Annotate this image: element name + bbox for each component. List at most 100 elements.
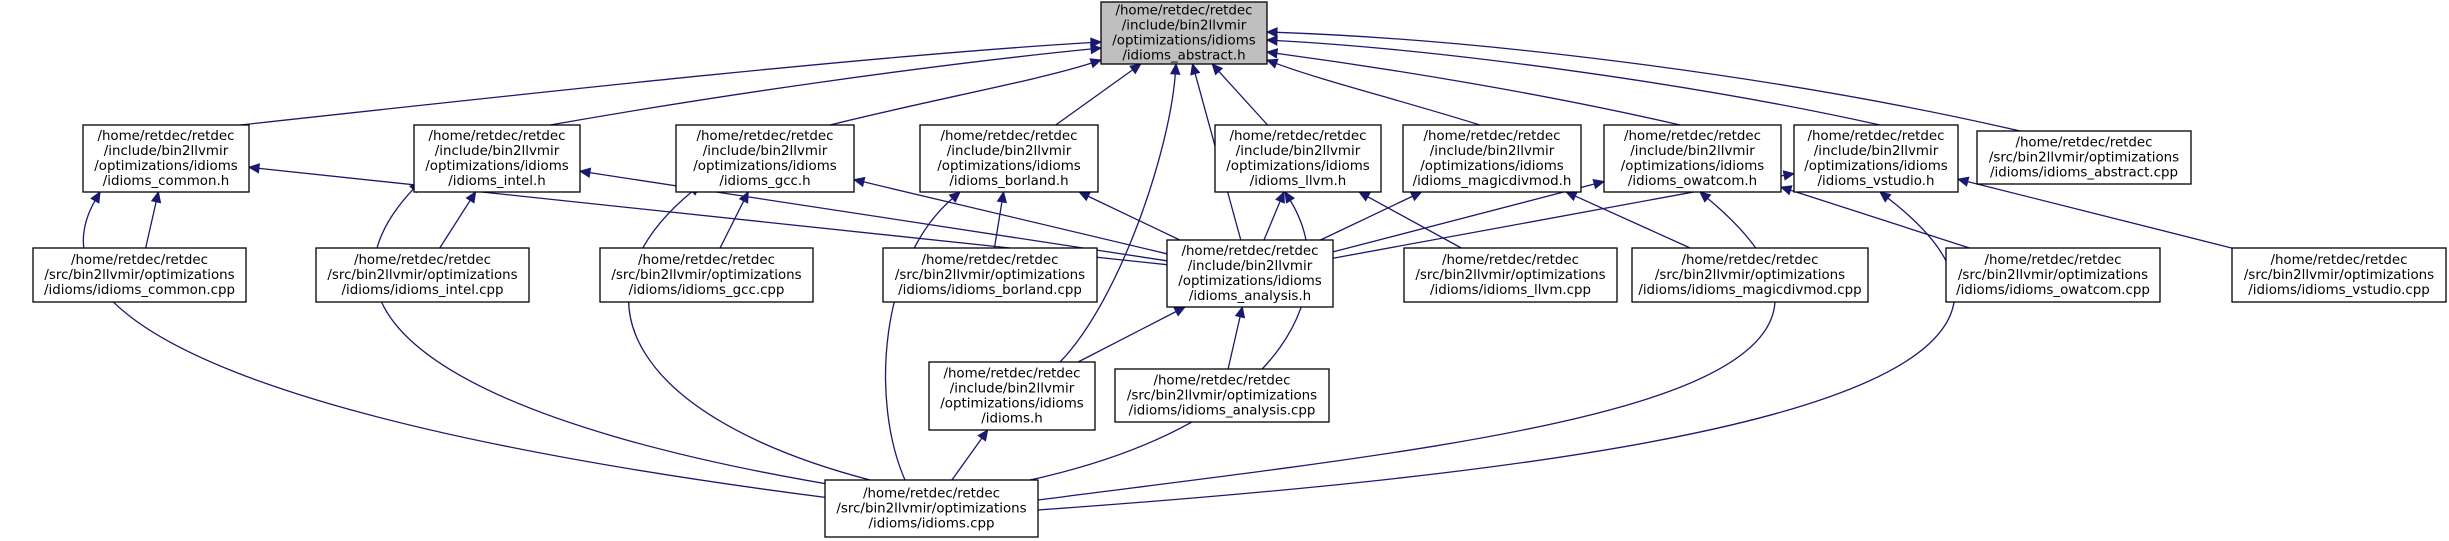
node-owatcom-cpp-label-line: /idioms/idioms_owatcom.cpp <box>1956 283 2150 298</box>
node-owatcom-h-label-line: /optimizations/idioms <box>1621 159 1764 174</box>
edge-magicdivmod-h-to-abstract-h-arrowhead <box>1265 58 1279 69</box>
edge-idioms-cpp-to-owatcom-h-line <box>1037 197 1776 501</box>
edge-abstract-cpp-to-abstract-h <box>1265 27 2021 132</box>
node-llvm-h-box[interactable] <box>1214 124 1382 193</box>
node-magicdivmod-h[interactable]: /home/retdec/retdec/include/bin2llvmir/o… <box>1402 124 1582 193</box>
node-magicdivmod-h-box[interactable] <box>1402 124 1582 193</box>
node-borland-cpp[interactable]: /home/retdec/retdec/src/bin2llvmir/optim… <box>882 247 1098 303</box>
node-common-h-box[interactable] <box>82 124 250 193</box>
edge-idioms-cpp-to-common-h-arrowhead <box>90 190 101 204</box>
node-magicdivmod-h-label-line: /include/bin2llvmir <box>1430 144 1555 159</box>
node-analysis-h[interactable]: /home/retdec/retdec/include/bin2llvmir/o… <box>1166 239 1334 308</box>
node-intel-cpp-box[interactable] <box>315 247 530 303</box>
node-abstract-h-label-line: /optimizations/idioms <box>1112 34 1255 49</box>
node-gcc-h-label-line: /home/retdec/retdec <box>696 129 833 144</box>
node-vstudio-cpp-box[interactable] <box>2231 247 2447 303</box>
edge-analysis-h-to-magicdivmod-h-line <box>1320 195 1414 241</box>
node-llvm-cpp[interactable]: /home/retdec/retdec/src/bin2llvmir/optim… <box>1403 247 1618 303</box>
node-abstract-h-label-line: /idioms_abstract.h <box>1122 49 1245 64</box>
node-intel-cpp[interactable]: /home/retdec/retdec/src/bin2llvmir/optim… <box>315 247 530 303</box>
node-common-cpp-label-line: /home/retdec/retdec <box>71 253 208 268</box>
node-gcc-cpp[interactable]: /home/retdec/retdec/src/bin2llvmir/optim… <box>599 247 814 303</box>
node-gcc-h-label-line: /idioms_gcc.h <box>719 174 810 189</box>
edge-borland-h-to-abstract-h <box>1055 63 1142 126</box>
node-idioms-cpp[interactable]: /home/retdec/retdec/src/bin2llvmir/optim… <box>824 479 1039 538</box>
edge-common-h-to-abstract-h-line <box>239 41 1093 126</box>
node-magicdivmod-cpp[interactable]: /home/retdec/retdec/src/bin2llvmir/optim… <box>1631 247 1869 303</box>
node-gcc-cpp-box[interactable] <box>599 247 814 303</box>
node-idioms-h-box[interactable] <box>928 361 1096 431</box>
node-common-h[interactable]: /home/retdec/retdec/include/bin2llvmir/o… <box>82 124 250 193</box>
edge-gcc-h-to-abstract-h-arrowhead <box>1089 58 1103 69</box>
edge-analysis-h-to-gcc-h-line <box>862 181 1168 255</box>
node-borland-cpp-box[interactable] <box>882 247 1098 303</box>
node-intel-h[interactable]: /home/retdec/retdec/include/bin2llvmir/o… <box>413 124 581 193</box>
node-common-cpp-box[interactable] <box>32 247 247 303</box>
node-owatcom-h[interactable]: /home/retdec/retdec/include/bin2llvmir/o… <box>1603 124 1782 193</box>
edge-gcc-h-to-abstract-h-line <box>829 62 1093 126</box>
edge-intel-h-to-abstract-h-arrowhead <box>1090 43 1103 55</box>
node-borland-h-box[interactable] <box>919 124 1099 193</box>
node-analysis-cpp-box[interactable] <box>1114 368 1330 423</box>
node-idioms-h[interactable]: /home/retdec/retdec/include/bin2llvmir/o… <box>928 361 1096 431</box>
node-llvm-cpp-label-line: /src/bin2llvmir/optimizations <box>1415 268 1605 283</box>
node-vstudio-h[interactable]: /home/retdec/retdec/include/bin2llvmir/o… <box>1793 124 1959 193</box>
node-analysis-h-box[interactable] <box>1166 239 1334 308</box>
node-llvm-cpp-box[interactable] <box>1403 247 1618 303</box>
edge-analysis-h-to-owatcom-h-line <box>1332 183 1596 253</box>
node-gcc-h[interactable]: /home/retdec/retdec/include/bin2llvmir/o… <box>675 124 855 193</box>
nodes-layer: /home/retdec/retdec/include/bin2llvmir/o… <box>32 1 2447 538</box>
edge-llvm-h-to-abstract-h-line <box>1217 70 1269 126</box>
node-abstract-cpp[interactable]: /home/retdec/retdec/src/bin2llvmir/optim… <box>1976 130 2192 185</box>
node-borland-h[interactable]: /home/retdec/retdec/include/bin2llvmir/o… <box>919 124 1099 193</box>
node-intel-h-box[interactable] <box>413 124 581 193</box>
node-abstract-h-label-line: /home/retdec/retdec <box>1115 4 1252 19</box>
edge-borland-cpp-to-borland-h-arrowhead <box>996 190 1008 204</box>
node-owatcom-h-box[interactable] <box>1603 124 1782 193</box>
node-borland-h-label-line: /idioms_borland.h <box>949 174 1068 189</box>
edge-owatcom-h-to-abstract-h-arrowhead <box>1265 48 1279 59</box>
edge-llvm-cpp-to-llvm-h <box>1358 191 1462 249</box>
node-borland-h-label-line: /optimizations/idioms <box>937 159 1080 174</box>
node-owatcom-cpp[interactable]: /home/retdec/retdec/src/bin2llvmir/optim… <box>1945 247 2161 303</box>
edge-idioms-cpp-to-gcc-h-line <box>628 190 871 481</box>
edge-borland-cpp-to-borland-h-line <box>993 200 1003 249</box>
node-llvm-h-label-line: /home/retdec/retdec <box>1229 129 1366 144</box>
edge-idioms-cpp-to-idioms-h <box>951 429 989 481</box>
node-magicdivmod-h-label-line: /optimizations/idioms <box>1420 159 1563 174</box>
edge-owatcom-cpp-to-owatcom-h <box>1779 185 1970 249</box>
node-abstract-cpp-label-line: /idioms/idioms_abstract.cpp <box>1990 166 2178 181</box>
node-idioms-h-label-line: /home/retdec/retdec <box>943 367 1080 382</box>
node-gcc-h-box[interactable] <box>675 124 855 193</box>
node-borland-h-label-line: /include/bin2llvmir <box>947 144 1072 159</box>
node-abstract-cpp-box[interactable] <box>1976 130 2192 185</box>
edge-idioms-cpp-to-llvm-h-line <box>1029 199 1309 481</box>
node-abstract-h[interactable]: /home/retdec/retdec/include/bin2llvmir/o… <box>1100 1 1268 65</box>
edge-idioms-cpp-to-llvm-h-arrowhead <box>1284 190 1296 204</box>
node-common-cpp[interactable]: /home/retdec/retdec/src/bin2llvmir/optim… <box>32 247 247 303</box>
node-owatcom-h-label-line: /home/retdec/retdec <box>1624 129 1761 144</box>
edge-llvm-h-to-abstract-h-arrowhead <box>1211 63 1224 76</box>
edge-vstudio-h-to-abstract-h-arrowhead <box>1265 35 1278 46</box>
node-idioms-cpp-label-line: /idioms/idioms.cpp <box>869 517 995 532</box>
edge-intel-h-to-abstract-h <box>549 43 1103 126</box>
node-vstudio-h-box[interactable] <box>1793 124 1959 193</box>
node-vstudio-cpp[interactable]: /home/retdec/retdec/src/bin2llvmir/optim… <box>2231 247 2447 303</box>
node-magicdivmod-cpp-label-line: /src/bin2llvmir/optimizations <box>1655 268 1845 283</box>
edge-gcc-cpp-to-gcc-h-arrowhead <box>738 190 749 204</box>
edge-common-cpp-to-common-h-line <box>145 200 158 249</box>
node-owatcom-cpp-box[interactable] <box>1945 247 2161 303</box>
node-llvm-h[interactable]: /home/retdec/retdec/include/bin2llvmir/o… <box>1214 124 1382 193</box>
node-magicdivmod-cpp-box[interactable] <box>1631 247 1869 303</box>
edge-analysis-cpp-to-analysis-h <box>1227 305 1246 370</box>
node-analysis-cpp[interactable]: /home/retdec/retdec/src/bin2llvmir/optim… <box>1114 368 1330 423</box>
node-idioms-cpp-box[interactable] <box>824 479 1039 538</box>
edge-idioms-cpp-to-intel-h <box>373 181 846 488</box>
node-borland-h-label-line: /home/retdec/retdec <box>940 129 1077 144</box>
edge-abstract-cpp-to-abstract-h-arrowhead <box>1265 27 1278 38</box>
edge-vstudio-cpp-to-vstudio-h <box>1956 176 2233 249</box>
node-analysis-h-label-line: /optimizations/idioms <box>1178 274 1321 289</box>
node-intel-h-label-line: /optimizations/idioms <box>425 159 568 174</box>
node-abstract-h-box[interactable] <box>1100 1 1268 65</box>
